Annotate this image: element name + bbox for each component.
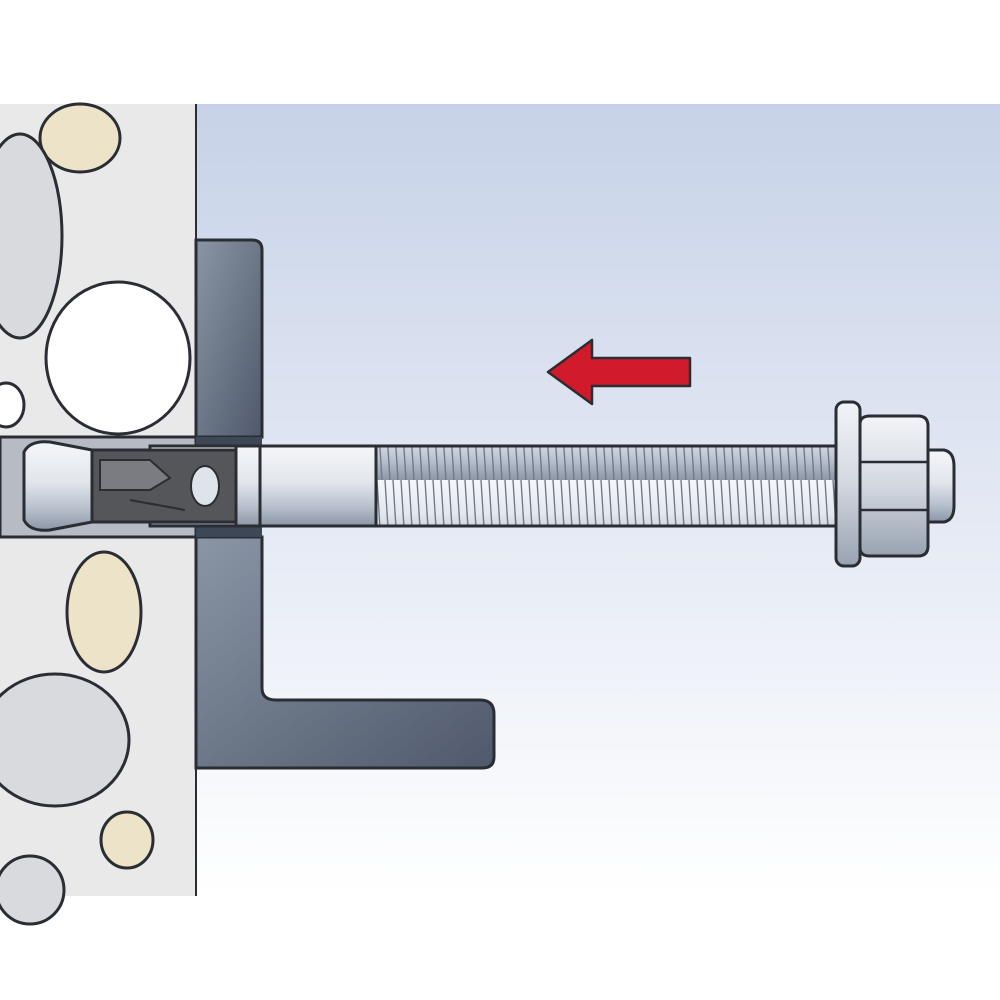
expansion-clip [90,448,238,524]
aggregate-stone [0,854,66,926]
aggregate-stone [38,102,122,174]
aggregate-stone [0,672,131,808]
anchor-bolt [22,400,956,568]
aggregate-stone [0,381,26,429]
insertion-arrow-icon [546,338,692,406]
bolt-thread [374,444,864,528]
expansion-cone [22,440,94,532]
hex-nut [858,414,930,558]
bolt-collar [234,444,262,528]
bolt-end [926,448,956,524]
washer [834,400,862,568]
aggregate-stone [44,280,192,436]
aggregate-stone [65,550,143,674]
aggregate-stone [0,132,64,340]
aggregate-stone [99,810,155,870]
